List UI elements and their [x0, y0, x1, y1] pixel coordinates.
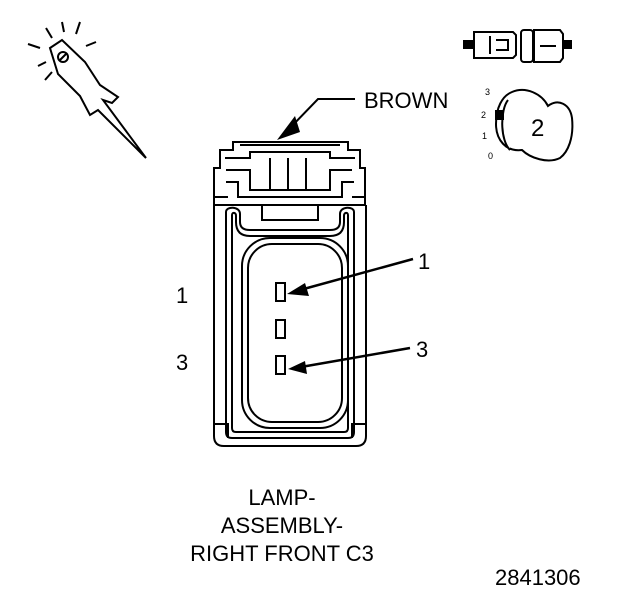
component-title: LAMP- ASSEMBLY- RIGHT FRONT C3	[150, 484, 414, 568]
scale-tick-2: 2	[481, 110, 487, 120]
component-title-line-1: LAMP-	[248, 485, 316, 510]
terminal-cavity-2	[275, 319, 286, 339]
connector-halves-icon	[463, 29, 572, 63]
pin-label-3: 3	[176, 350, 189, 375]
callout-arrow-1	[299, 257, 414, 292]
wire-color-label: BROWN	[364, 88, 449, 113]
arrowhead-3	[288, 361, 307, 374]
terminal-cavities	[275, 282, 286, 375]
scale-tick-1: 1	[482, 131, 488, 141]
test-probe-icon	[27, 21, 147, 159]
terminal-cavity-1	[275, 282, 286, 302]
reference-number: 2841306	[495, 565, 581, 590]
scale-tick-0: 0	[488, 151, 494, 161]
callout-arrows	[299, 257, 414, 369]
brown-leader	[277, 98, 355, 140]
component-title-line-3: RIGHT FRONT C3	[190, 541, 374, 566]
callout-arrow-3	[300, 346, 411, 369]
terminal-cavity-3	[275, 355, 286, 375]
pin-label-1: 1	[176, 283, 189, 308]
component-title-line-2: ASSEMBLY-	[220, 513, 344, 538]
view-indicator-icon	[494, 88, 574, 162]
connector-body	[213, 141, 367, 447]
callout-label-1: 1	[418, 249, 431, 274]
scale-tick-3: 3	[485, 87, 491, 97]
view-badge: 2	[531, 115, 545, 142]
callout-label-3: 3	[416, 337, 429, 362]
arrowhead-1	[287, 283, 309, 296]
